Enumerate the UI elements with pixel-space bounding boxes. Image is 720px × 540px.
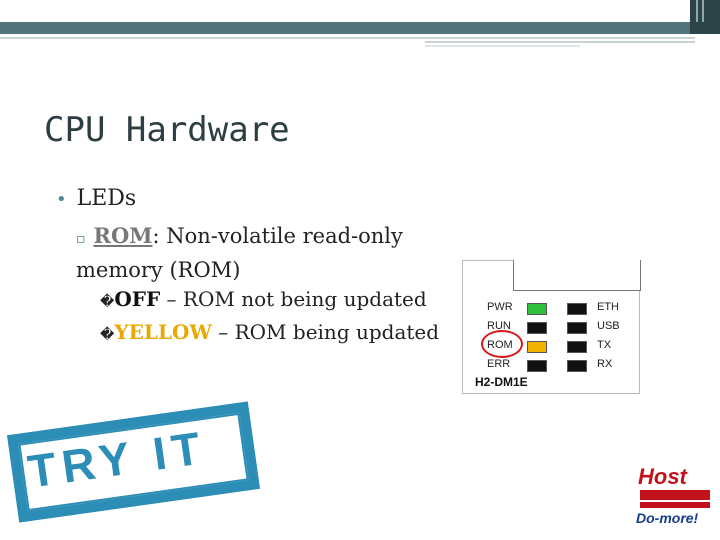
header-strip [0,0,720,22]
led-label-run: RUN [487,320,511,332]
led-label-pwr: PWR [487,301,513,313]
missing-glyph-icon: � [100,327,115,343]
led-rx [567,360,587,372]
header-rule [0,37,695,39]
header-rule [425,41,695,43]
bullet-leds-text: LEDs [76,186,137,211]
led-label-err: ERR [487,358,511,370]
led-label-rx: RX [597,358,613,370]
rom-term: ROM [93,223,153,248]
led-label-tx: TX [597,339,612,351]
led-eth [567,303,587,315]
header-corner [690,0,720,34]
logo-band [640,490,710,500]
bullet-dot-icon: • [56,189,67,210]
logo-product: Do-more! [636,510,699,526]
host-logo: Host Do-more! [632,464,716,530]
header-notch [696,0,698,22]
logo-brand: Host [638,464,687,489]
panel-model: H2-DM1E [475,375,528,389]
try-it-stamp: TRY IT [7,401,260,523]
state-off-text: – ROM not being updated [160,287,427,311]
state-yellow-term: YELLOW [114,320,212,344]
header-notch [702,0,704,22]
rom-description: : Non-volatile read-only memory (ROM) [76,224,403,282]
missing-glyph-icon: � [100,294,115,310]
state-off: �OFF – ROM not being updated [100,284,460,317]
bullet-leds: • LEDs [56,186,136,211]
led-usb [567,322,587,334]
logo-band [640,502,710,508]
led-label-eth: ETH [597,301,619,313]
bullet-square-icon: ▫ [76,231,86,247]
led-tx [567,341,587,353]
led-err [527,360,547,372]
header-band [0,22,690,34]
rom-highlight-circle [481,330,523,358]
state-off-term: OFF [114,287,161,311]
led-pwr [527,303,547,315]
rom-states: �OFF – ROM not being updated �YELLOW – R… [100,284,460,350]
header-rule [425,45,580,47]
panel-slot [513,260,641,291]
led-run [527,322,547,334]
state-yellow-text: – ROM being updated [211,320,440,344]
bullet-rom: ▫ ROM: Non-volatile read-only memory (ROM… [76,220,456,286]
slide-title: CPU Hardware [44,110,290,150]
led-panel-image: PWR RUN ROM ERR ETH USB TX RX H2-DM1E [462,260,641,394]
led-rom [527,341,547,353]
state-yellow: �YELLOW – ROM being updated [100,317,460,350]
led-label-usb: USB [597,320,620,332]
